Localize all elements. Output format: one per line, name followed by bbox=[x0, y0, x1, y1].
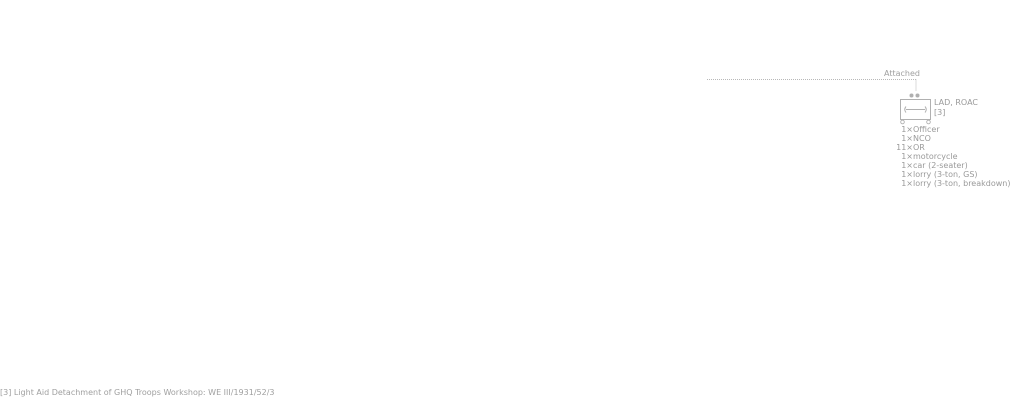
holding-row: 1×NCO bbox=[894, 134, 1010, 143]
holding-row: 1×lorry (3-ton, breakdown) bbox=[894, 179, 1010, 188]
holding-item: NCO bbox=[913, 134, 931, 143]
holding-item: lorry (3-ton, GS) bbox=[913, 170, 978, 179]
unit-title: LAD, ROAC [3] bbox=[934, 98, 978, 118]
holding-qty: 1× bbox=[901, 161, 913, 170]
unit-footnote-ref: [3] bbox=[934, 108, 946, 117]
holding-row: 1×car (2-seater) bbox=[894, 161, 1010, 170]
holding-row: 1×lorry (3-ton, GS) bbox=[894, 170, 1010, 179]
holding-qty: 1× bbox=[901, 125, 913, 134]
holding-qty: 1× bbox=[901, 134, 913, 143]
holding-qty: 11× bbox=[896, 143, 913, 152]
holding-item: lorry (3-ton, breakdown) bbox=[913, 179, 1010, 188]
holding-row: 1×Officer bbox=[894, 125, 1010, 134]
holding-qty: 1× bbox=[901, 179, 913, 188]
holding-item: Officer bbox=[913, 125, 940, 134]
unit-name: LAD, ROAC bbox=[934, 98, 978, 107]
unit-holdings-list: 1×Officer 1×NCO 11×OR 1×motorcycle 1×car… bbox=[894, 125, 1010, 188]
holding-row: 11×OR bbox=[894, 143, 1010, 152]
wrench-repair-icon bbox=[900, 93, 931, 125]
holding-item: OR bbox=[913, 143, 925, 152]
holding-qty: 1× bbox=[901, 152, 913, 161]
attached-label: Attached bbox=[884, 69, 920, 78]
holding-qty: 1× bbox=[901, 170, 913, 179]
holding-item: motorcycle bbox=[913, 152, 958, 161]
holding-row: 1×motorcycle bbox=[894, 152, 1010, 161]
footnote: [3] Light Aid Detachment of GHQ Troops W… bbox=[0, 388, 275, 397]
holding-item: car (2-seater) bbox=[913, 161, 968, 170]
